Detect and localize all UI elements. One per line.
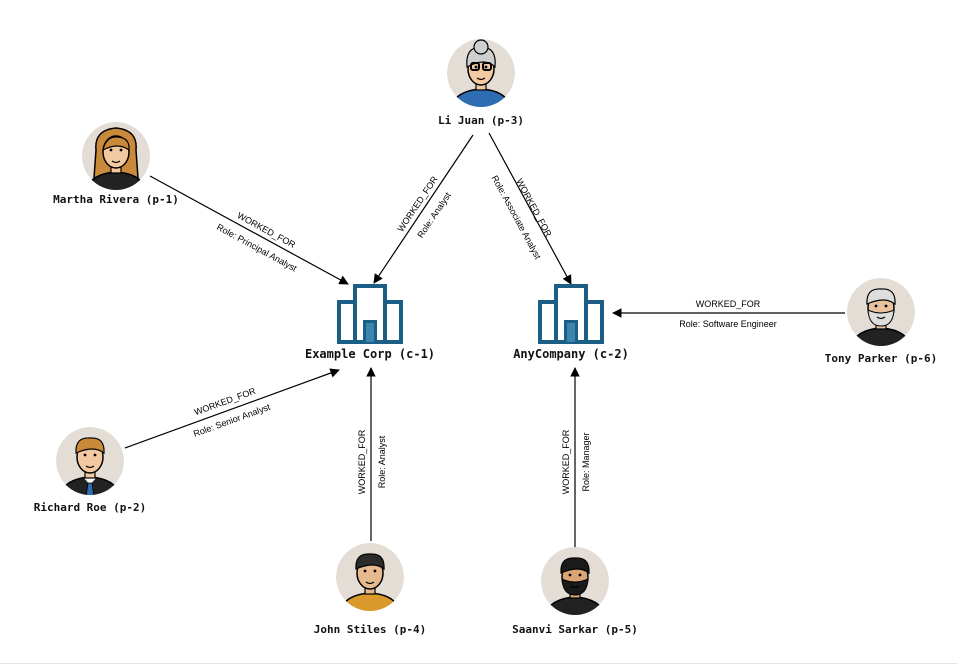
edge-label-group: WORKED_FOR Role: Analyst [357, 429, 387, 494]
edge-type-label: WORKED_FOR [696, 299, 761, 309]
man-beard-avatar-icon [541, 547, 609, 615]
person-label: John Stiles (p-4) [314, 623, 427, 636]
person-label: Tony Parker (p-6) [825, 352, 938, 365]
man-dark-hair-avatar-icon [336, 543, 404, 611]
person-label: Saanvi Sarkar (p-5) [512, 623, 638, 636]
company-node-c1[interactable]: Example Corp (c-1) [305, 284, 435, 361]
person-label: Richard Roe (p-2) [34, 501, 147, 514]
person-node-p3[interactable]: Li Juan (p-3) [438, 39, 524, 127]
man-white-beard-avatar-icon [847, 278, 915, 346]
person-node-p5[interactable]: Saanvi Sarkar (p-5) [512, 547, 638, 636]
edge-arrow-line [373, 134, 474, 284]
edge-role-label: Role: Software Engineer [679, 319, 777, 329]
edge-arrow-line [149, 175, 349, 285]
company-node-c2[interactable]: AnyCompany (c-2) [513, 284, 629, 361]
woman-glasses-avatar-icon [447, 39, 515, 107]
edge-type-label: WORKED_FOR [357, 429, 367, 494]
edge-type-label: WORKED_FOR [561, 429, 571, 494]
company-label: Example Corp (c-1) [305, 347, 435, 361]
edge-label-group: WORKED_FOR Role: Software Engineer [679, 299, 777, 329]
edge-arrow-line [124, 368, 340, 449]
nodes-layer: Martha Rivera (p-1) Richard Roe (p-2) Li J… [34, 39, 938, 636]
person-node-p2[interactable]: Richard Roe (p-2) [34, 427, 147, 514]
edge-role-label: Role: Analyst [377, 435, 387, 488]
edge-arrow-line [488, 132, 572, 285]
person-node-p6[interactable]: Tony Parker (p-6) [825, 278, 938, 365]
bottom-divider [0, 663, 957, 664]
man-suit-tie-avatar-icon [56, 427, 124, 495]
building-icon [538, 284, 604, 344]
person-label: Li Juan (p-3) [438, 114, 524, 127]
building-icon [337, 284, 403, 344]
edge-e6[interactable]: WORKED_FOR Role: Manager [561, 367, 591, 548]
edge-role-label: Role: Manager [581, 432, 591, 491]
edge-e5[interactable]: WORKED_FOR Role: Analyst [357, 367, 387, 541]
company-label: AnyCompany (c-2) [513, 347, 629, 361]
person-node-p4[interactable]: John Stiles (p-4) [314, 543, 427, 636]
person-label: Martha Rivera (p-1) [53, 193, 179, 206]
woman-long-hair-avatar-icon [82, 122, 150, 190]
edge-e7[interactable]: WORKED_FOR Role: Software Engineer [612, 299, 845, 329]
edge-label-group: WORKED_FOR Role: Manager [561, 429, 591, 494]
person-node-p1[interactable]: Martha Rivera (p-1) [53, 122, 179, 206]
